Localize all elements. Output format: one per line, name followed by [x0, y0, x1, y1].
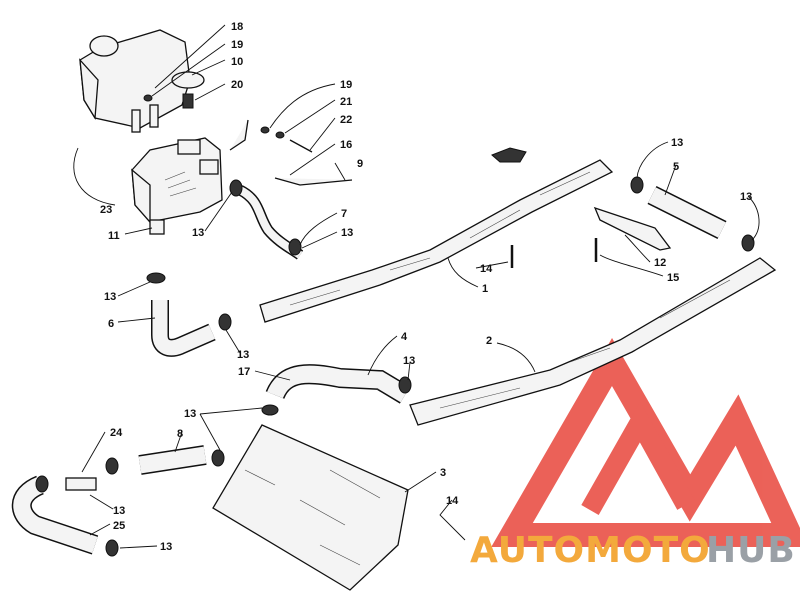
callout-9: 9 [357, 158, 363, 170]
callout-5: 5 [673, 161, 679, 173]
callout-24: 24 [110, 427, 123, 439]
watermark-brand-part1: AUTOMOTO [470, 530, 711, 571]
callout-3: 3 [440, 467, 446, 479]
callout-19: 19 [340, 79, 352, 91]
callout-17: 17 [238, 366, 250, 378]
hose-9 [274, 177, 353, 186]
callout-14: 14 [480, 263, 493, 275]
leader-lines [73, 24, 760, 549]
clamp-13-group [35, 176, 755, 557]
callout-10: 10 [231, 56, 243, 68]
callout-4: 4 [401, 331, 408, 343]
callout-13: 13 [671, 137, 683, 149]
heat-exchanger-1 [259, 159, 614, 323]
heat-exchanger-2 [409, 257, 777, 426]
callout-13: 13 [237, 349, 249, 361]
hardware-washers [143, 94, 313, 153]
deflector-12 [593, 206, 672, 251]
callout-1: 1 [482, 283, 488, 295]
callout-13: 13 [403, 355, 415, 367]
callout-15: 15 [667, 272, 679, 284]
callout-13: 13 [192, 227, 204, 239]
callout-14: 14 [446, 495, 459, 507]
callout-12: 12 [654, 257, 666, 269]
callout-13: 13 [341, 227, 353, 239]
cap-nut [491, 147, 527, 163]
callout-6: 6 [108, 318, 114, 330]
callout-8: 8 [177, 428, 183, 440]
callout-2: 2 [486, 335, 492, 347]
callout-13: 13 [740, 191, 752, 203]
radiator-3 [212, 424, 409, 591]
callout-22: 22 [340, 114, 352, 126]
callout-13: 13 [104, 291, 116, 303]
callout-13: 13 [184, 408, 196, 420]
callout-21: 21 [340, 96, 352, 108]
callout-7: 7 [341, 208, 347, 220]
callout-20: 20 [231, 79, 243, 91]
callout-23: 23 [100, 204, 112, 216]
callout-11: 11 [108, 230, 120, 242]
callout-19: 19 [231, 39, 243, 51]
callout-18: 18 [231, 21, 243, 33]
expansion-tank [131, 119, 249, 235]
callout-13: 13 [113, 505, 125, 517]
callout-labels: 18 19 10 20 19 21 22 16 9 23 11 13 7 13 … [100, 21, 752, 553]
callout-25: 25 [113, 520, 125, 532]
callout-13: 13 [160, 541, 172, 553]
watermark-brand-part2: HUB [706, 530, 796, 571]
connector-24 [65, 477, 97, 491]
overflow-reservoir [79, 29, 191, 133]
callout-16: 16 [340, 139, 352, 151]
watermark-logo [491, 337, 800, 547]
